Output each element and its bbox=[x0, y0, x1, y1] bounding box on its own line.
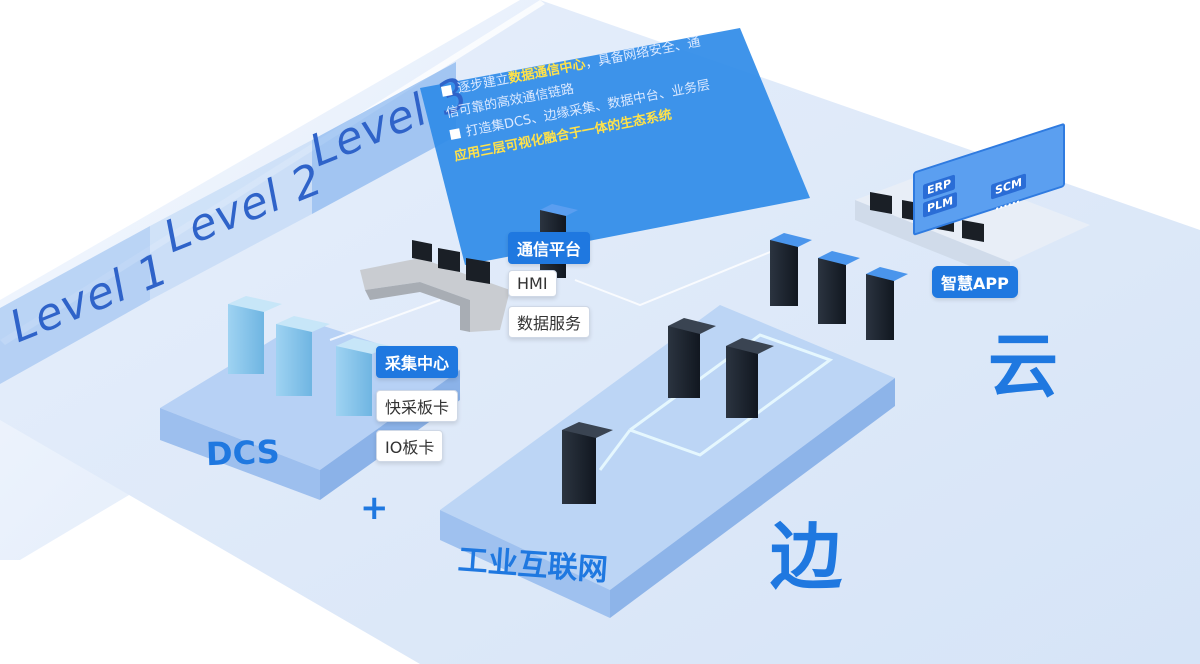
dcs-platform-front bbox=[160, 408, 320, 500]
comm-platform-tag: 通信平台 bbox=[508, 232, 591, 264]
edge-servers bbox=[770, 233, 908, 340]
level1-band bbox=[0, 226, 150, 384]
dcs-label: DCS bbox=[205, 432, 281, 474]
hmi-desk bbox=[360, 258, 510, 332]
link-line-4 bbox=[329, 299, 441, 341]
hmi-tag: HMI bbox=[508, 270, 557, 297]
edge-label: 边 bbox=[770, 515, 843, 599]
fast-card-tag: 快采板卡 bbox=[376, 390, 459, 422]
cloud-platform-front bbox=[855, 200, 1010, 282]
level3-band bbox=[312, 62, 456, 214]
ii-servers bbox=[562, 318, 774, 504]
plus-sign: + bbox=[360, 488, 389, 528]
ii-platform-front bbox=[440, 510, 610, 618]
ii-platform-top bbox=[440, 305, 895, 590]
hmi-desk-front bbox=[365, 282, 470, 332]
hmi-monitors bbox=[412, 240, 490, 284]
dcs-cabinets bbox=[228, 296, 390, 416]
level2-band bbox=[150, 140, 312, 300]
data-service-tag: 数据服务 bbox=[508, 306, 591, 338]
io-card-tag: IO板卡 bbox=[376, 430, 444, 462]
link-line-3 bbox=[598, 429, 632, 471]
link-line-1 bbox=[574, 247, 781, 307]
ii-platform-side bbox=[610, 378, 895, 618]
collect-center-tag: 采集中心 bbox=[376, 346, 459, 378]
link-line-2 bbox=[629, 333, 834, 457]
cloud-label: 云 bbox=[988, 325, 1058, 407]
info-panel-bg bbox=[420, 28, 810, 265]
smart-app-tag: 智慧APP bbox=[932, 266, 1018, 298]
